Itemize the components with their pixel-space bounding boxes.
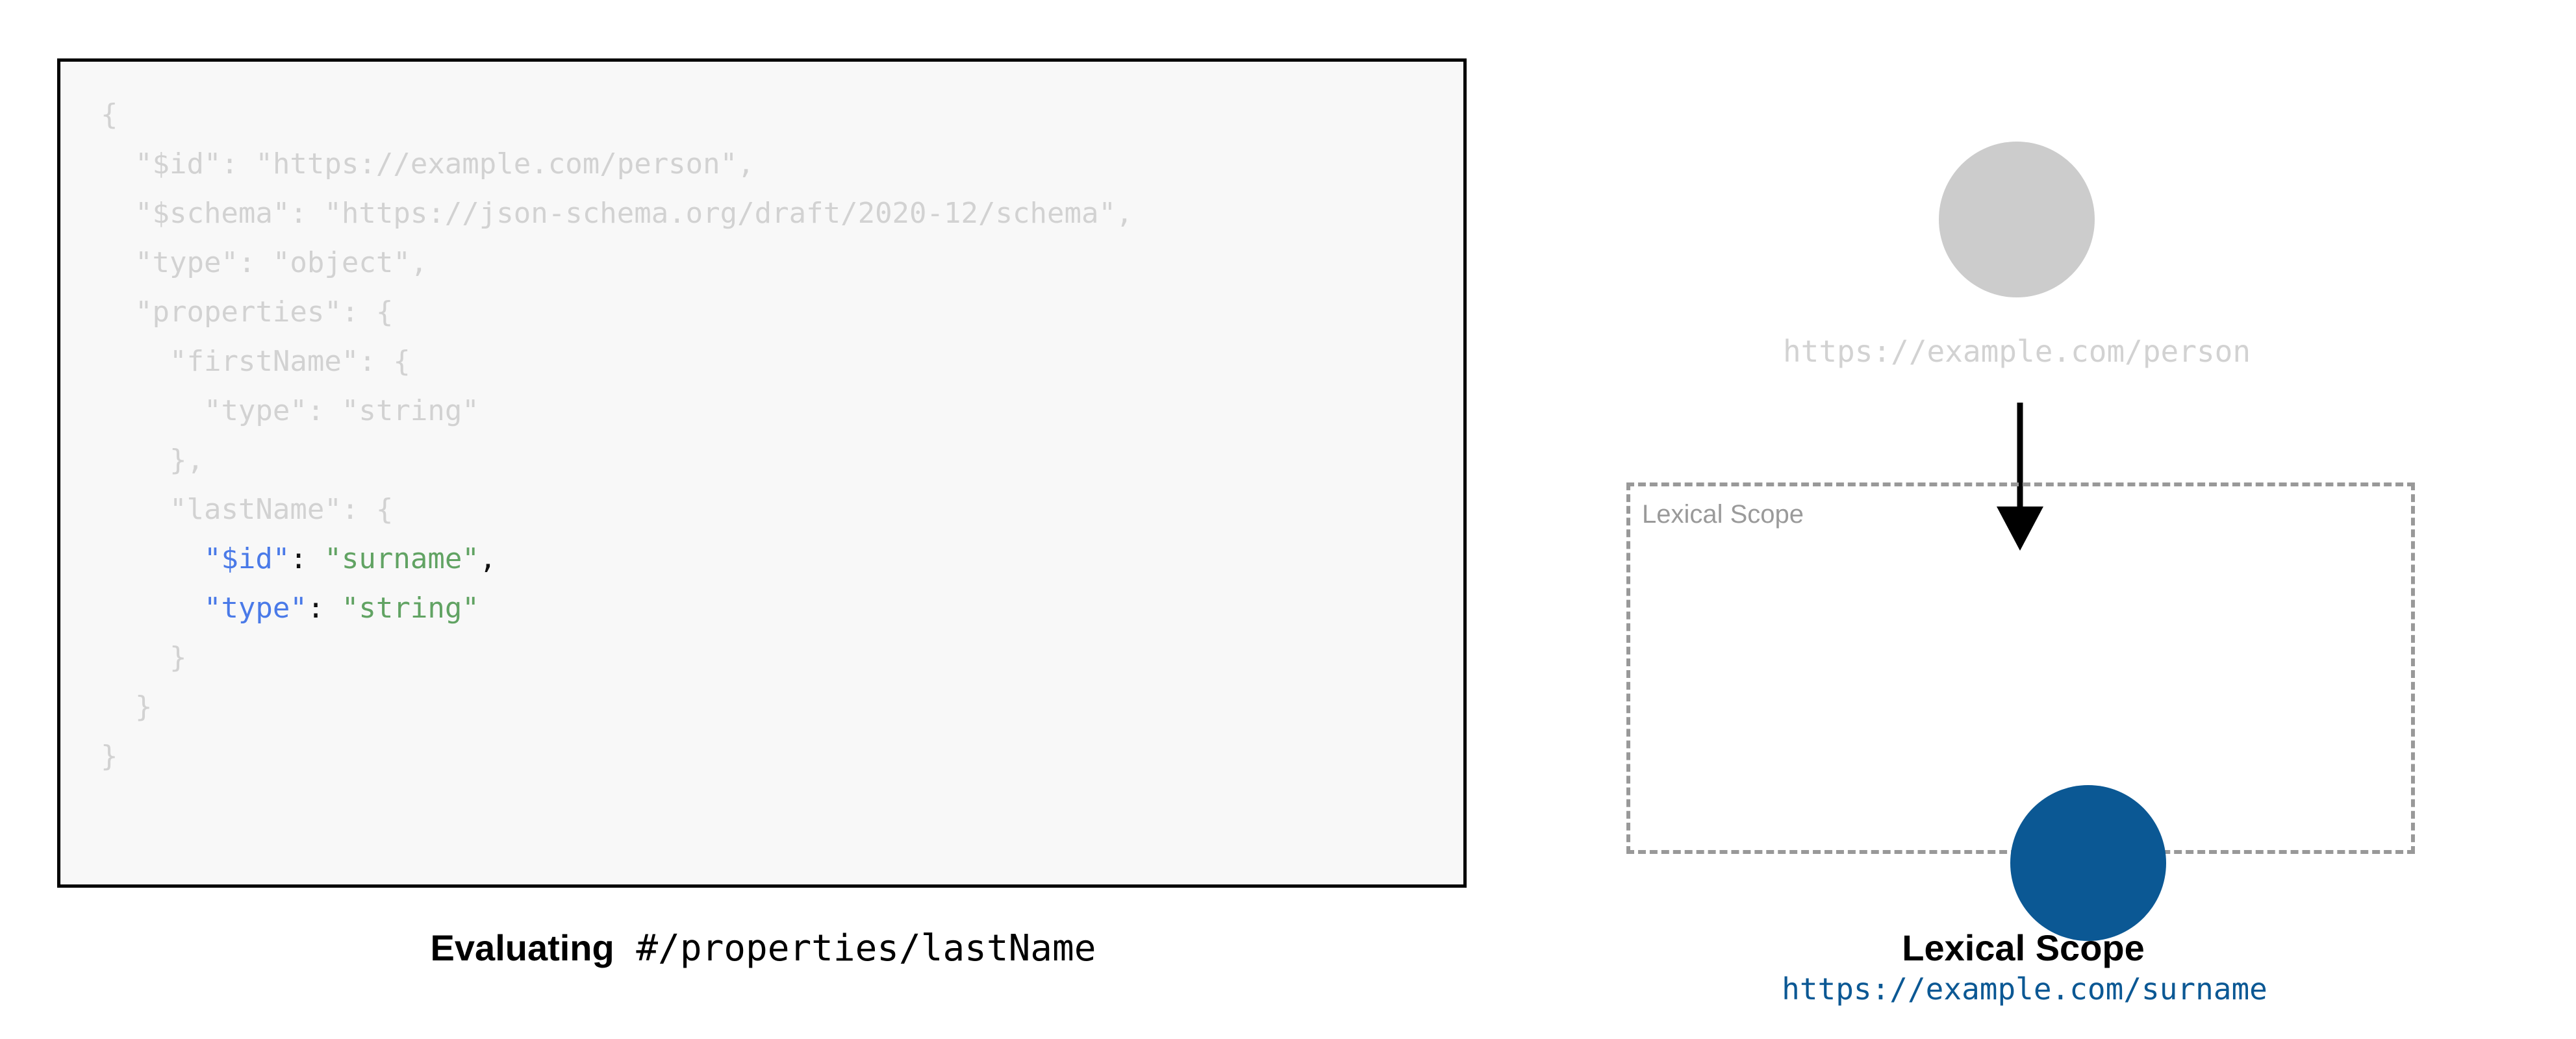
code-token: } xyxy=(134,690,153,723)
code-token: "string" xyxy=(341,592,479,625)
code-line: "$id": "https://example.com/person", xyxy=(101,140,1133,189)
code-line: "$schema": "https://json-schema.org/draf… xyxy=(101,189,1133,238)
code-line: { xyxy=(101,90,1133,140)
code-token: } xyxy=(101,740,118,773)
code-token: : xyxy=(307,592,342,625)
code-token: , xyxy=(479,542,497,575)
left-caption-pointer-text: #/properties/lastName xyxy=(614,927,1096,970)
person-node-label: https://example.com/person xyxy=(1782,334,2251,369)
code-token: "type": "string" xyxy=(203,394,479,427)
code-token: "lastName": { xyxy=(169,493,394,526)
right-panel-caption: Lexical Scope xyxy=(1902,927,2145,968)
code-token: "surname" xyxy=(324,542,479,575)
code-block: { "$id": "https://example.com/person", "… xyxy=(57,58,1467,888)
code-line: }, xyxy=(101,436,1133,485)
left-caption-strong-text: Evaluating xyxy=(430,927,614,968)
code-line: "type": "object", xyxy=(101,238,1133,288)
code-token: "$schema": "https://json-schema.org/draf… xyxy=(134,197,1133,230)
code-token: }, xyxy=(169,444,204,477)
code-token: "type" xyxy=(203,592,307,625)
surname-node-label: https://example.com/surname xyxy=(1782,971,2267,1007)
json-schema-code-panel: { "$id": "https://example.com/person", "… xyxy=(0,58,1526,967)
surname-node-circle xyxy=(2010,785,2166,941)
code-token: "$id" xyxy=(203,542,290,575)
code-listing: { "$id": "https://example.com/person", "… xyxy=(101,90,1133,781)
code-line: "type": "string" xyxy=(101,584,1133,633)
code-token: "firstName": { xyxy=(169,345,410,378)
code-token: "type": "object", xyxy=(134,246,428,279)
person-node-circle xyxy=(1939,142,2095,297)
code-token: } xyxy=(169,641,187,674)
lexical-scope-diagram-panel: https://example.com/person https://examp… xyxy=(1559,0,2576,1039)
code-token: "properties": { xyxy=(134,295,394,329)
code-line: "$id": "surname", xyxy=(101,534,1133,584)
downward-arrow-icon xyxy=(1997,403,2043,551)
lexical-scope-region: https://example.com/surname xyxy=(1626,482,2415,1007)
lexical-scope-inline-label: Lexical Scope xyxy=(1642,500,1804,529)
code-line: "lastName": { xyxy=(101,485,1133,534)
code-line: } xyxy=(101,732,1133,781)
code-line: "properties": { xyxy=(101,288,1133,337)
code-token: { xyxy=(101,98,118,131)
code-token: : xyxy=(290,542,325,575)
code-line: } xyxy=(101,633,1133,682)
code-token: "$id": "https://example.com/person", xyxy=(134,147,755,181)
left-panel-caption: Evaluating #/properties/lastName xyxy=(0,930,1526,967)
code-line: } xyxy=(101,682,1133,732)
code-line: "type": "string" xyxy=(101,386,1133,436)
code-line: "firstName": { xyxy=(101,337,1133,386)
